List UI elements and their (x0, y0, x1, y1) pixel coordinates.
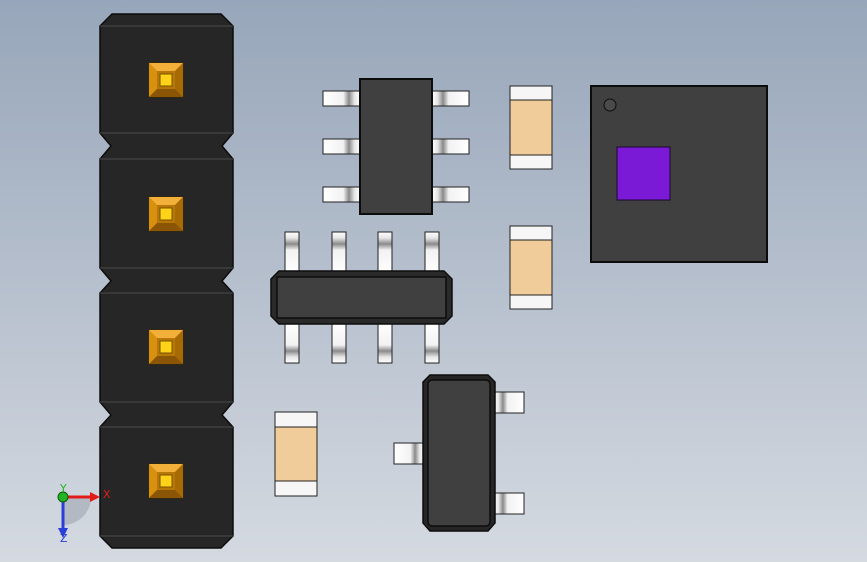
chip-capacitor-1[interactable] (509, 85, 553, 170)
chip-capacitor-3[interactable] (274, 411, 318, 497)
header-bevels (100, 25, 233, 537)
sot-23[interactable] (393, 374, 525, 532)
soic-vertical-body (359, 78, 433, 215)
sot-23-leads (393, 391, 525, 515)
header-pin-1 (148, 62, 184, 98)
chip-capacitor-2[interactable] (509, 225, 553, 310)
z-axis-label: Z (60, 532, 68, 545)
x-axis-arrow-icon (90, 492, 100, 502)
soic-vertical-leads (322, 90, 470, 203)
thermal-pad (616, 146, 671, 201)
coordinate-triad: X Y Z (57, 482, 111, 545)
z-axis-arrow-icon (58, 528, 68, 538)
x-axis-label: X (103, 488, 111, 501)
header-pin-4 (148, 463, 184, 499)
triad-arc (63, 497, 91, 525)
soic-horizontal-leads (284, 231, 440, 364)
header-connector[interactable] (99, 13, 234, 549)
soic-horizontal[interactable] (270, 231, 453, 364)
header-body (99, 13, 234, 549)
pin1-marker (603, 98, 617, 112)
soic-horizontal-top (276, 276, 447, 319)
y-axis-label: Y (59, 482, 67, 495)
soic-vertical[interactable] (322, 78, 470, 215)
header-pin-2 (148, 196, 184, 232)
qfn-package[interactable] (590, 85, 768, 263)
sot-23-top (427, 379, 491, 527)
y-axis-point-icon (57, 491, 69, 503)
header-pin-3 (148, 329, 184, 365)
